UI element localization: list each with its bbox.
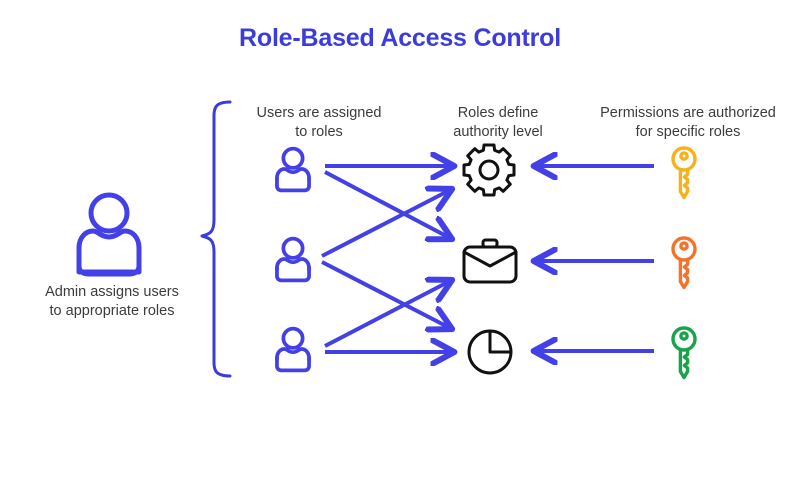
users-label-line-2: to roles — [295, 124, 343, 140]
key-icon — [671, 326, 697, 380]
roles-label-line-2: authority level — [453, 124, 543, 140]
user-node-2 — [272, 236, 314, 283]
role-node-gear — [462, 143, 516, 197]
briefcase-icon — [462, 238, 518, 284]
user-icon — [275, 236, 311, 283]
arrow-user2-to-gear — [321, 190, 450, 258]
role-node-briefcase — [462, 238, 518, 284]
page-title: Role-Based Access Control — [239, 24, 561, 52]
users-label-line-1: Users are assigned — [256, 105, 382, 121]
admin-label-line-2: to appropriate roles — [49, 303, 175, 319]
user-icon — [275, 326, 311, 373]
user-icon — [275, 146, 311, 193]
arrow-user1-to-briefcase — [324, 170, 450, 238]
role-node-pie-chart — [466, 328, 514, 376]
admin-label-line-1: Admin assigns users — [45, 284, 179, 300]
admin-node — [70, 190, 148, 277]
user-node-1 — [272, 146, 314, 193]
users-column-label: Users are assigned to roles — [226, 104, 412, 142]
roles-label-line-1: Roles define — [457, 105, 539, 121]
admin-label: Admin assigns users to appropriate roles — [14, 283, 210, 321]
permissions-label-line-1: Permissions are authorized — [600, 105, 776, 121]
key-icon — [671, 146, 697, 200]
roles-column-label: Roles define authority level — [418, 104, 578, 142]
permission-node-2 — [670, 236, 698, 290]
arrow-user2-to-pie — [321, 260, 450, 328]
permissions-column-label: Permissions are authorized for specific … — [592, 104, 784, 142]
permission-node-3 — [670, 326, 698, 380]
user-node-3 — [272, 326, 314, 373]
user-icon — [76, 192, 142, 277]
key-icon — [671, 236, 697, 290]
pie-chart-icon — [467, 329, 513, 375]
gear-icon — [462, 143, 516, 197]
permission-node-1 — [670, 146, 698, 200]
arrow-user3-to-briefcase — [324, 281, 450, 348]
permissions-label-line-2: for specific roles — [635, 124, 741, 140]
